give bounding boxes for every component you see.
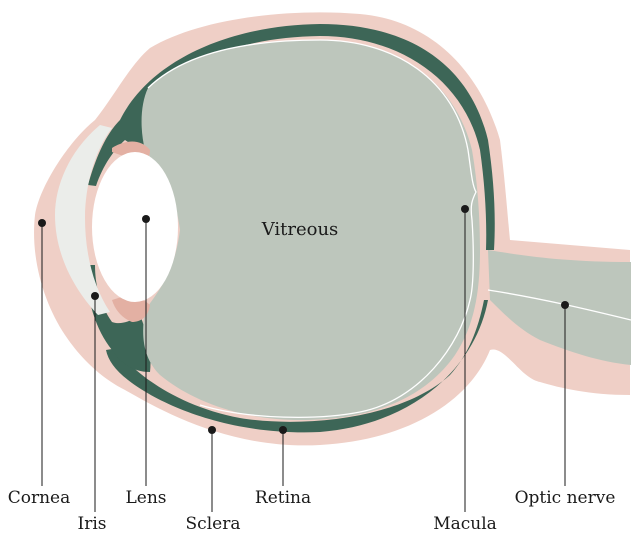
lens-label: Lens (125, 488, 166, 508)
sclera-label: Sclera (186, 514, 241, 534)
optic-nerve-label: Optic nerve (515, 488, 616, 508)
cornea-dot (38, 219, 46, 227)
iris-dot (91, 292, 99, 300)
iris-label: Iris (77, 514, 106, 534)
lens-dot (142, 215, 150, 223)
retina-label: Retina (255, 488, 311, 508)
macula-label: Macula (433, 514, 497, 534)
retina-dot (279, 426, 287, 434)
optic-nerve-dot (561, 301, 569, 309)
vitreous-label: Vitreous (261, 219, 339, 240)
lens (92, 152, 178, 302)
macula-dot (461, 205, 469, 213)
cornea-label: Cornea (8, 488, 71, 508)
sclera-dot (208, 426, 216, 434)
